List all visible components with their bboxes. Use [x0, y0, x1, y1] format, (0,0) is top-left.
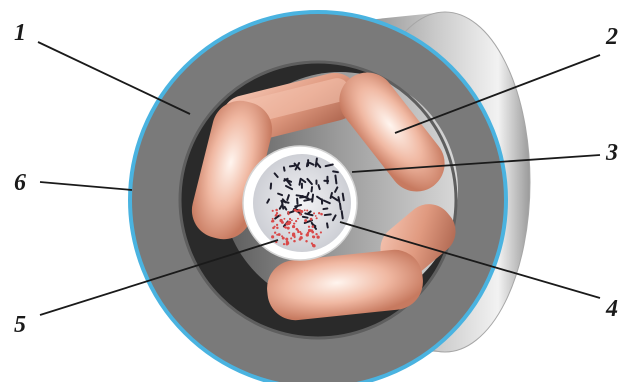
callout-6: 6: [14, 170, 26, 196]
callout-2: 2: [605, 24, 618, 50]
callout-5: 5: [14, 312, 26, 338]
inner-tube: [243, 146, 357, 260]
leader-1: [38, 42, 190, 114]
callout-1: 1: [14, 20, 26, 46]
callout-4: 4: [605, 296, 618, 322]
callout-3: 3: [605, 140, 618, 166]
leader-6: [40, 182, 132, 190]
